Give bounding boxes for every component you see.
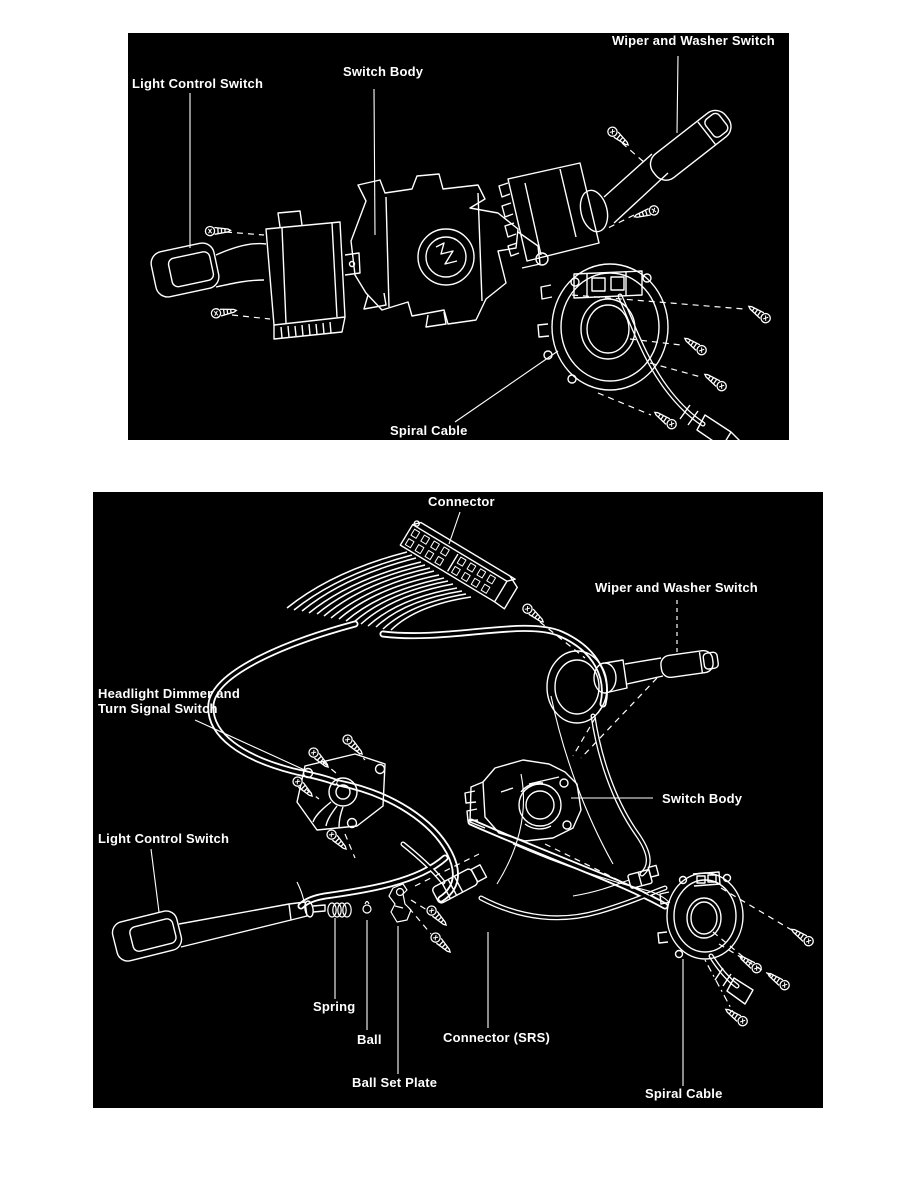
exploded-view-artwork (150, 55, 773, 440)
label-switch-body: Switch Body (662, 791, 743, 806)
label-connector: Connector (428, 494, 495, 509)
label-ball-set-plate: Ball Set Plate (352, 1075, 438, 1090)
exploded-view-panel: Light Control Switch Switch Body Wiper a… (128, 33, 789, 440)
label-light-control-switch: Light Control Switch (98, 831, 230, 846)
harness-view-artwork (111, 511, 816, 1086)
label-spring: Spring (313, 999, 356, 1014)
label-ball: Ball (357, 1032, 382, 1047)
label-connector-srs: Connector (SRS) (443, 1030, 550, 1045)
label-headlight-dimmer-line1: Headlight Dimmer and (98, 686, 240, 701)
label-spiral-cable: Spiral Cable (645, 1086, 723, 1101)
label-headlight-dimmer-turn-signal-switch: Headlight Dimmer and Turn Signal Switch (98, 686, 240, 716)
label-spiral-cable: Spiral Cable (390, 423, 468, 438)
harness-view-panel: Connector Wiper and Washer Switch Headli… (93, 492, 823, 1108)
label-wiper-washer-switch: Wiper and Washer Switch (595, 580, 758, 595)
label-light-control-switch: Light Control Switch (132, 76, 264, 91)
label-switch-body: Switch Body (343, 64, 424, 79)
label-headlight-dimmer-line2: Turn Signal Switch (98, 701, 218, 716)
label-wiper-washer-switch: Wiper and Washer Switch (612, 33, 775, 48)
